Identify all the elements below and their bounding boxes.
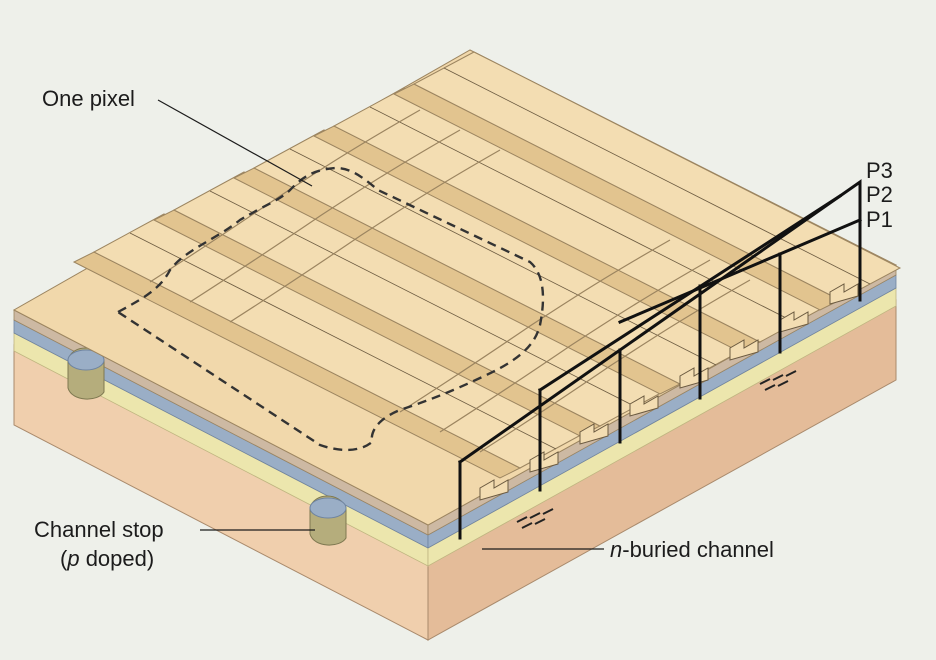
- one-pixel-label: One pixel: [42, 86, 135, 111]
- p1-label: P1: [866, 207, 893, 232]
- buried-channel-label: n-buried channel: [610, 537, 774, 562]
- channel-stop-2-cap: [310, 498, 346, 518]
- channel-stop-label: Channel stop: [34, 517, 164, 542]
- one-pixel-leader: [158, 100, 312, 186]
- p2-label: P2: [866, 182, 893, 207]
- buried-channel-rest: -buried channel: [622, 537, 774, 562]
- buried-channel-n: n: [610, 537, 622, 562]
- channel-stop-doped: doped): [80, 546, 155, 571]
- channel-stop-p: p: [66, 546, 79, 571]
- p3-label: P3: [866, 158, 893, 183]
- channel-stop-sublabel: (p doped): [60, 546, 154, 571]
